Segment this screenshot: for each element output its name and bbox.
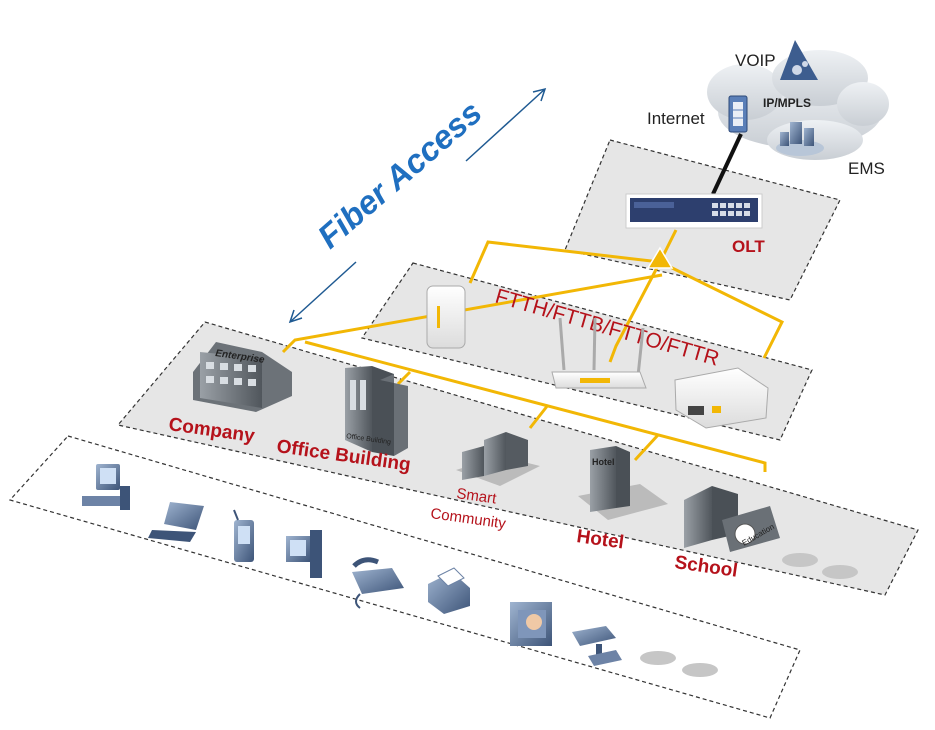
smart-community-icon xyxy=(456,432,540,486)
more-buildings-placeholder xyxy=(782,553,858,579)
tower-pc-icon xyxy=(286,530,322,578)
router-icon xyxy=(551,317,647,389)
ems-label: EMS xyxy=(848,159,885,178)
title-arrow-up xyxy=(465,88,546,162)
desktop-pc-icon xyxy=(82,464,130,510)
printer-icon xyxy=(428,567,470,614)
terminal-panel xyxy=(8,435,801,719)
firewall-icon xyxy=(728,95,748,133)
uplink-cable xyxy=(711,133,743,195)
hotel-building-icon xyxy=(578,446,668,520)
ap-device-icon xyxy=(674,367,769,429)
pda-icon xyxy=(233,509,254,562)
school-building-icon xyxy=(684,486,780,552)
fiber-lines xyxy=(281,229,785,472)
title-arrow-down-head xyxy=(288,309,303,324)
more-terminals-placeholder xyxy=(640,651,718,677)
voip-label: VOIP xyxy=(735,51,776,70)
company-building-icon xyxy=(193,342,292,412)
ems-server-icon xyxy=(776,122,824,156)
office-building-icon xyxy=(345,366,408,456)
hotel-building-sign: Hotel xyxy=(592,457,615,467)
diagram-title: Fiber Access xyxy=(310,93,488,255)
laptop-icon xyxy=(148,502,204,542)
title-arrow-up-head xyxy=(532,87,547,102)
olt-label: OLT xyxy=(732,237,765,256)
camera-icon xyxy=(572,626,622,666)
voip-icon xyxy=(780,40,818,80)
internet-label: Internet xyxy=(647,109,705,128)
title-arrow-down xyxy=(289,261,357,323)
ip-mpls-label: IP/MPLS xyxy=(763,96,811,110)
splitter-icon xyxy=(646,246,674,269)
smart-community-label-line1: Smart xyxy=(455,485,498,508)
touch-panel-icon xyxy=(510,602,552,646)
ont-device-icon xyxy=(426,285,466,349)
phone-icon xyxy=(352,557,404,609)
olt-device-icon xyxy=(625,193,763,229)
